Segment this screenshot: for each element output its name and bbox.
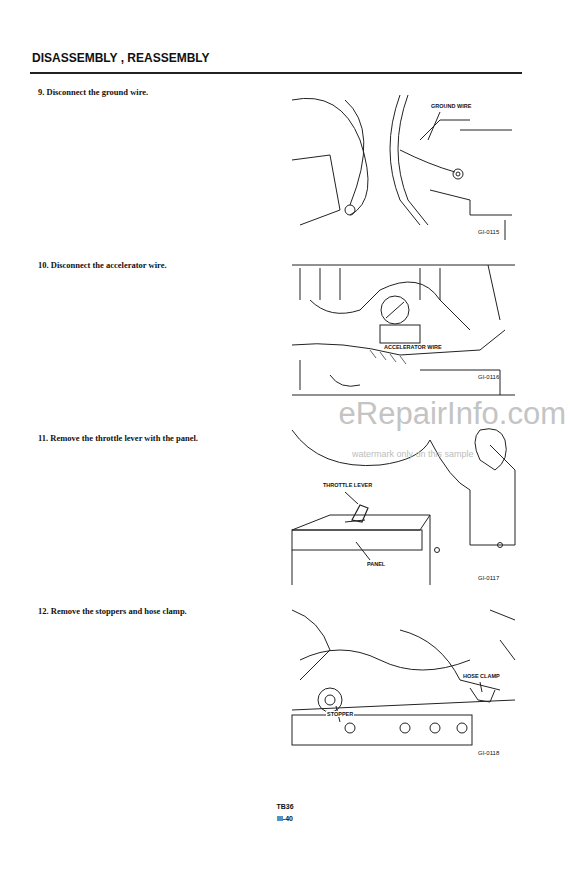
ground-wire-figure [292,95,512,240]
page-number: III-40 [255,815,315,822]
part-label: HOSE CLAMP [462,673,501,679]
page-code: TB36 [255,803,315,810]
step-text: 11. Remove the throttle lever with the p… [38,433,198,443]
figure-code: GI-0118 [478,750,499,756]
step-text: 12. Remove the stoppers and hose clamp. [38,606,187,616]
watermark: watermark only on this sample [352,449,474,459]
page-title: DISASSEMBLY , REASSEMBLY [32,51,210,65]
figure-code: GI-0116 [478,374,499,380]
throttle-lever-figure [292,429,515,585]
step-text: 10. Disconnect the accelerator wire. [38,260,167,270]
part-label: STOPPER [326,711,354,717]
watermark: eRepairInfo.com [339,396,566,432]
part-label: GROUND WIRE [430,103,472,109]
part-label: PANEL [366,561,386,567]
part-label: ACCELERATOR WIRE [383,344,443,350]
part-label: THROTTLE LEVER [322,482,373,488]
figure-code: GI-0117 [478,575,499,581]
accelerator-wire-figure [292,265,515,395]
figure-code: GI-0115 [478,229,499,235]
step-text: 9. Disconnect the ground wire. [38,87,148,97]
stopper-hose-clamp-figure [292,610,515,745]
